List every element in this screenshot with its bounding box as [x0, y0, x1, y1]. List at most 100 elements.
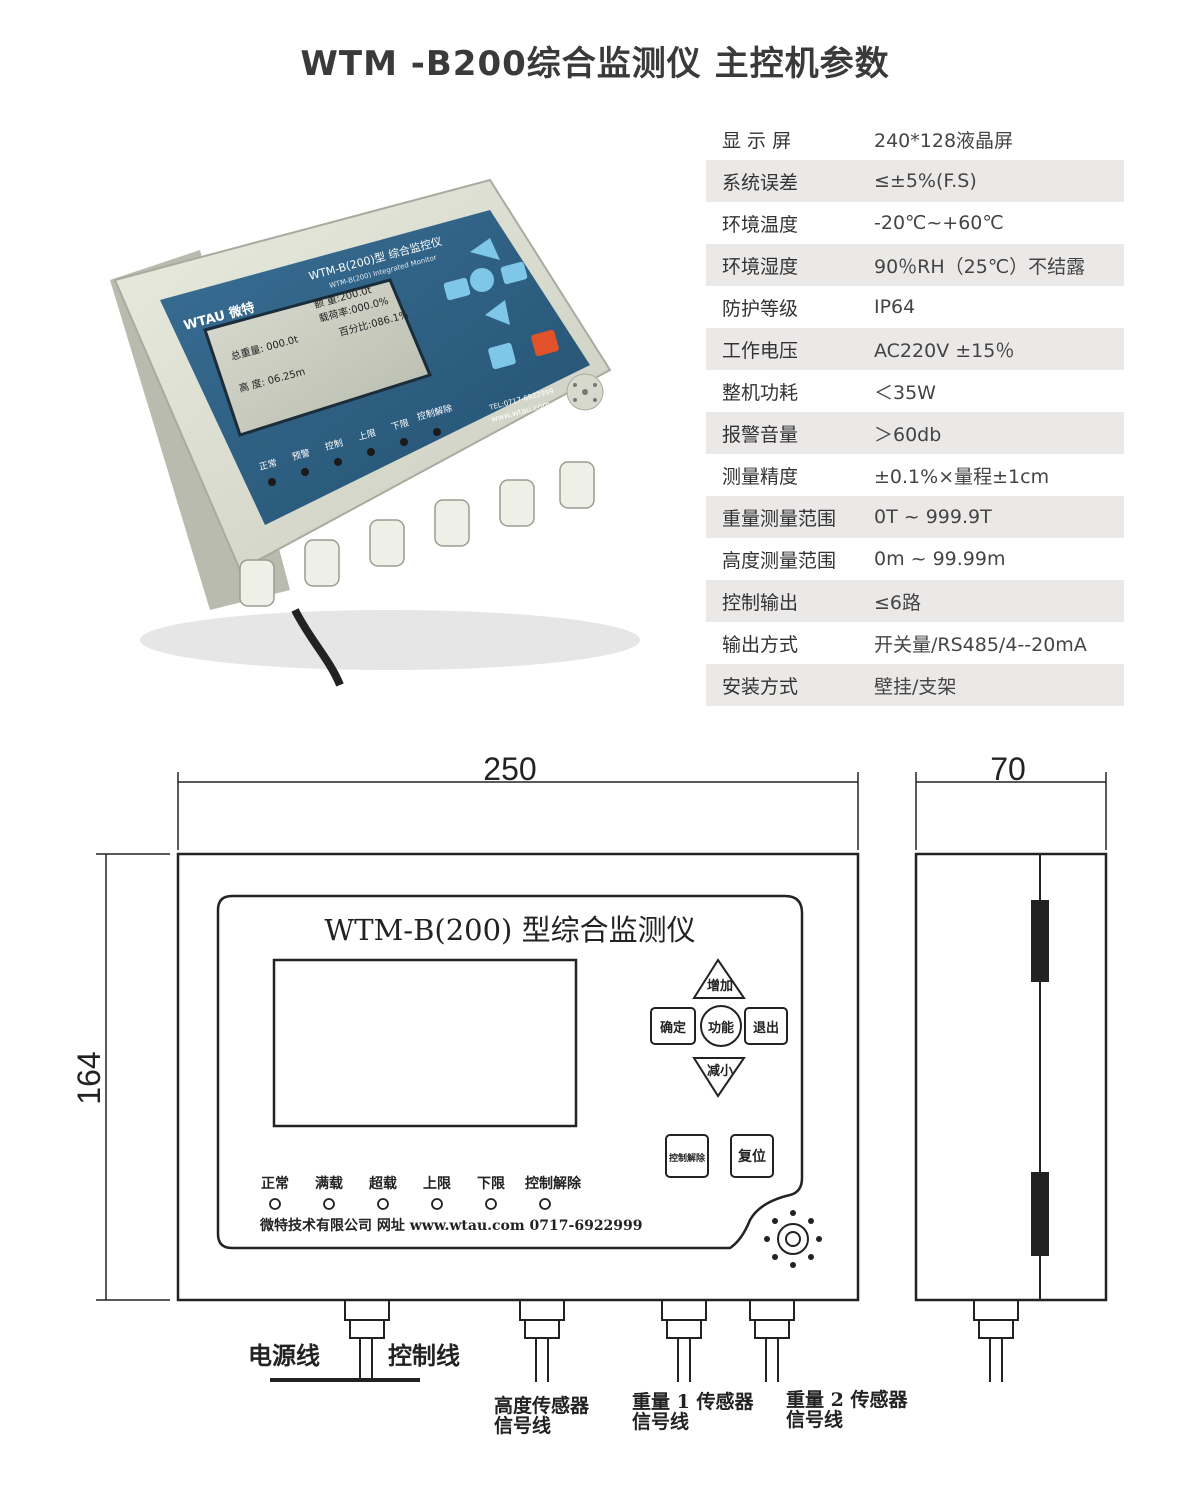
width-dimension — [177, 772, 859, 850]
side-bracket-bottom — [1031, 1172, 1049, 1256]
device-lcd — [203, 278, 433, 437]
spec-value: ±0.1%×量程±1cm — [874, 465, 1050, 488]
photo-key-control — [488, 342, 516, 370]
side-view-outline — [914, 852, 1108, 1302]
spec-label: 系统误差 — [722, 171, 799, 194]
spec-label: 整机功耗 — [722, 381, 799, 404]
spec-label: 测量精度 — [722, 465, 799, 488]
panel-lcd — [272, 958, 578, 1128]
control-cable-label: 控制线 — [388, 1341, 460, 1370]
drawing-keypad — [650, 958, 788, 1178]
spec-value: ＜35W — [874, 381, 936, 404]
spec-value: 240*128液晶屏 — [874, 129, 1014, 152]
spec-value: -20℃~+60℃ — [874, 212, 1004, 234]
spec-row: 环境湿度 90％RH（25℃）不结露 — [706, 244, 1124, 286]
width-label: 250 — [483, 751, 536, 787]
power-cable-label: 电源线 — [248, 1341, 320, 1370]
photo-key-reset — [531, 329, 559, 357]
spec-row: 显 示 屏 240*128液晶屏 — [706, 118, 1124, 160]
depth-dimension — [915, 772, 1107, 850]
key-down-outline — [692, 1057, 746, 1098]
indicator-label: 正常 — [261, 1175, 289, 1192]
cables — [270, 1338, 1003, 1382]
photo-key-up — [470, 238, 500, 260]
spec-value: IP64 — [874, 296, 916, 318]
spec-row: 重量测量范围 0T ~ 999.9T — [706, 496, 1124, 538]
spec-row: 报警音量 ＞60db — [706, 412, 1124, 454]
key-right-label: 退出 — [753, 1020, 779, 1036]
depth-label: 70 — [990, 751, 1026, 787]
spec-row: 安装方式壁挂/支架 — [706, 664, 1124, 706]
photo-key-center — [470, 268, 494, 292]
key-control-label: 控制解除 — [669, 1152, 706, 1164]
dimension-drawing: 250 70 164 WTM-B(200) 型综合监测仪 增加 减小 确定 退出… — [71, 751, 1108, 1437]
spec-label: 显 示 屏 — [722, 129, 792, 152]
spec-row: 控制输出 ≤6路 — [706, 580, 1124, 622]
spec-value: ≤6路 — [874, 591, 922, 614]
key-right-outline — [744, 1007, 788, 1045]
photo-keypad — [443, 238, 559, 370]
spec-value: ＞60db — [874, 423, 942, 446]
spec-row: 输出方式 开关量/RS485/4--20mA — [706, 622, 1124, 664]
indicator-leds — [269, 1198, 551, 1210]
key-left-outline — [650, 1007, 696, 1045]
spec-label: 输出方式 — [722, 633, 799, 656]
indicator-label: 控制解除 — [525, 1175, 582, 1192]
indicator-label: 超载 — [368, 1175, 397, 1192]
weight1-sensor-label-2: 信号线 — [632, 1410, 689, 1433]
spec-label: 防护等级 — [722, 297, 799, 320]
spec-table: 显 示 屏 240*128液晶屏系统误差 ≤±5%(F.S) 环境温度 -20℃~+60… — [706, 118, 1124, 706]
key-left-label: 确定 — [660, 1020, 686, 1036]
spec-row: 防护等级 IP64 — [706, 286, 1124, 328]
indicator-label: 上限 — [423, 1176, 451, 1192]
company-line: 微特技术有限公司 网址 www.wtau.com 0717-6922999 — [259, 1217, 643, 1234]
spec-label: 报警音量 — [722, 423, 799, 446]
spec-row: 高度测量范围 0m ~ 99.99m — [706, 538, 1124, 580]
height-sensor-label-2: 信号线 — [494, 1414, 551, 1437]
spec-value: AC220V ±15％ — [874, 339, 1015, 362]
spec-row: 环境温度 -20℃~+60℃ — [706, 202, 1124, 244]
indicator-row: 正常 满载 超载 上限 下限 控制解除 — [261, 1175, 582, 1192]
photo-key-left — [443, 277, 471, 301]
front-panel-outline — [216, 894, 804, 1250]
key-control-outline — [665, 1134, 709, 1178]
spec-label: 环境温度 — [722, 213, 799, 236]
spec-value: ≤±5%(F.S) — [874, 170, 977, 192]
spec-label: 工作电压 — [722, 339, 799, 362]
key-reset-outline — [730, 1134, 774, 1178]
product-photo: 额 重:200.0t 载荷率:000.0% 总重量: 000.0t 百分比:08… — [110, 178, 640, 687]
indicator-label: 满载 — [315, 1175, 343, 1192]
spec-label: 重量测量范围 — [722, 507, 837, 530]
height-dimension — [96, 853, 170, 1301]
weight1-sensor-label: 重量 1 传感器 — [632, 1390, 754, 1413]
key-reset-label: 复位 — [737, 1148, 766, 1165]
key-down-label: 减小 — [707, 1063, 733, 1079]
photo-led-label: 下限 — [390, 418, 410, 433]
key-up-outline — [692, 958, 746, 999]
photo-key-right — [500, 261, 528, 285]
weight2-sensor-label: 重量 2 传感器 — [786, 1388, 908, 1411]
spec-row: 工作电压 AC220V ±15％ — [706, 328, 1124, 370]
speaker-icon — [777, 1223, 809, 1255]
weight2-sensor-label-2: 信号线 — [786, 1408, 843, 1431]
height-label: 164 — [71, 1051, 107, 1104]
speaker-grille — [566, 373, 604, 411]
photo-key-down — [485, 300, 510, 325]
side-bracket-top — [1031, 900, 1049, 982]
spec-value: 0T ~ 999.9T — [874, 506, 992, 528]
page-title: WTM -B200综合监测仪 主控机参数 — [300, 44, 890, 84]
key-up-label: 增加 — [707, 978, 733, 994]
front-view-outline — [176, 852, 860, 1302]
spec-value: 0m ~ 99.99m — [874, 548, 1006, 570]
spec-value: 壁挂/支架 — [874, 675, 957, 698]
spec-row: 系统误差 ≤±5%(F.S) — [706, 160, 1124, 202]
spec-row: 整机功耗 ＜35W — [706, 370, 1124, 412]
spec-value: 90％RH（25℃）不结露 — [874, 255, 1086, 278]
spec-label: 高度测量范围 — [722, 549, 837, 572]
spec-label: 环境湿度 — [722, 255, 799, 278]
photo-cable-glands — [239, 461, 595, 607]
key-center-label: 功能 — [708, 1020, 734, 1036]
spec-value: 开关量/RS485/4--20mA — [874, 633, 1087, 656]
panel-title: WTM-B(200) 型综合监测仪 — [324, 913, 695, 947]
spec-label: 控制输出 — [722, 591, 799, 614]
